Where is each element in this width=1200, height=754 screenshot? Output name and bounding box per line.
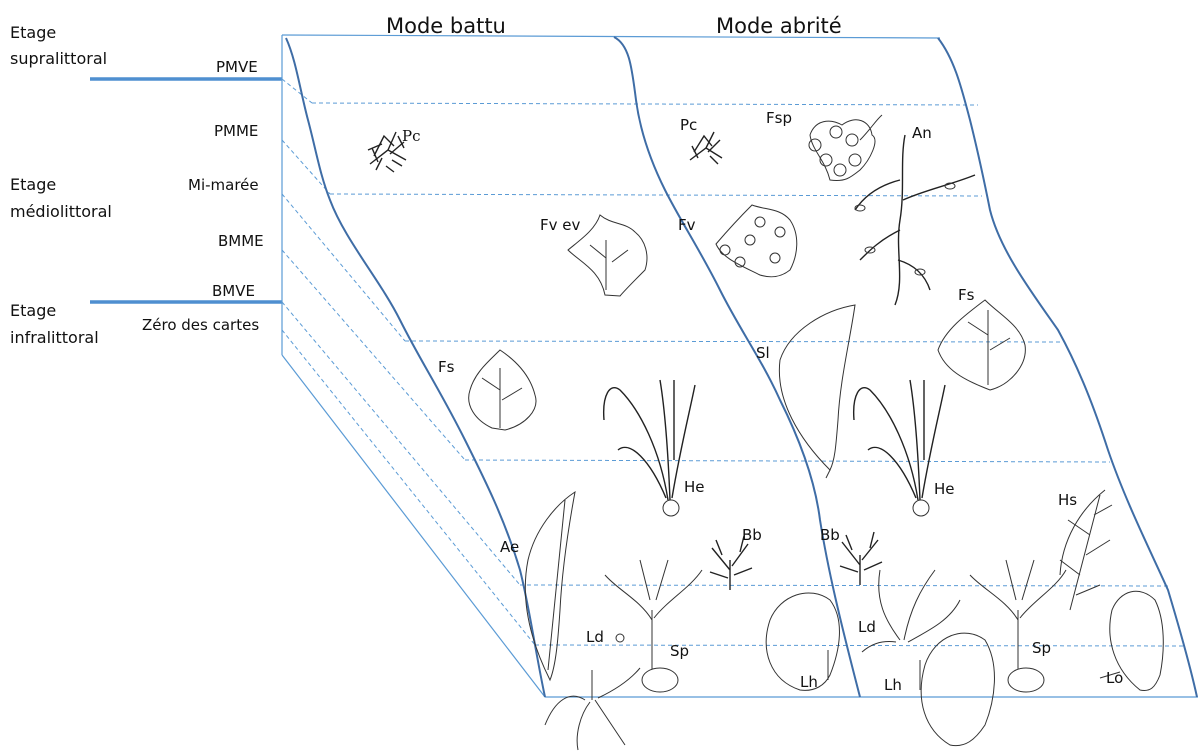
alga-ld-exposed: [544, 633, 641, 751]
guide-bmve: [281, 301, 521, 586]
level-label-chart-datum: Zéro des cartes: [142, 316, 259, 334]
level-label-pmme: PMME: [214, 122, 258, 140]
alga-ae: [524, 490, 576, 682]
alga-fs-sheltered: [937, 299, 1026, 391]
guide-mid-tide: [281, 193, 406, 342]
guide-chart-datum: [281, 329, 536, 646]
column-title-sheltered: Mode abrité: [716, 14, 842, 38]
guide-pmve: [281, 78, 313, 104]
alga-pc-exposed: [367, 131, 407, 173]
label-lh-exposed: Lh: [800, 673, 818, 691]
label-sp-exposed: Sp: [670, 642, 689, 660]
alga-ld-sheltered: [861, 569, 961, 653]
label-lh-sheltered: Lh: [884, 676, 902, 694]
perspective-frame: [281, 34, 1198, 698]
alga-an: [854, 134, 976, 306]
zone-mediolittoral-line1: Etage: [10, 175, 56, 194]
label-hs: Hs: [1058, 491, 1077, 509]
zone-label-infralittoral: Etage infralittoral: [10, 301, 99, 347]
line-lower: [534, 644, 1186, 647]
line-mid-tide: [329, 193, 983, 197]
label-pc-exposed: Pc: [402, 127, 421, 145]
label-fs-sheltered: Fs: [958, 286, 975, 304]
alga-lh-sheltered: [919, 632, 995, 747]
column-title-exposed: Mode battu: [386, 14, 506, 38]
alga-bb-sheltered: [839, 531, 883, 585]
line-bmme: [404, 340, 1061, 343]
zone-supralittoral-line1: Etage: [10, 23, 56, 42]
alga-hs: [1059, 489, 1113, 611]
label-ld-sheltered: Ld: [858, 618, 876, 636]
level-label-bmme: BMME: [218, 232, 264, 250]
label-fv: Fv: [678, 216, 696, 234]
zone-label-supralittoral: Etage supralittoral: [10, 23, 107, 68]
zone-label-mediolittoral: Etage médiolittoral: [10, 175, 112, 221]
level-label-pmve: PMVE: [216, 58, 258, 76]
tide-level-lines: [311, 102, 1186, 647]
alga-lo: [1099, 590, 1164, 691]
perspective-guides: [281, 78, 536, 646]
guide-bmme: [281, 249, 466, 461]
label-lo: Lo: [1106, 669, 1123, 687]
alga-sl: [778, 304, 856, 479]
label-bb-sheltered: Bb: [820, 526, 840, 544]
alga-lh-exposed: [765, 592, 840, 691]
label-an: An: [912, 124, 932, 142]
shore-profile-exposed: [285, 37, 546, 698]
frame-bottom-diagonal: [281, 354, 546, 698]
label-fsp: Fsp: [766, 109, 792, 127]
alga-he-sheltered: [853, 379, 946, 517]
shore-profile-sheltered: [937, 37, 1198, 698]
label-ae: Ae: [500, 538, 519, 556]
level-label-mid-tide: Mi-marée: [188, 176, 259, 194]
alga-fs-exposed: [468, 349, 537, 431]
alga-pc-sheltered: [689, 131, 723, 165]
shore-profile-middle: [613, 36, 861, 698]
label-fv-ev: Fv ev: [540, 216, 581, 234]
level-label-bmve: BMVE: [212, 282, 255, 300]
alga-sp-exposed: [604, 559, 703, 693]
zone-supralittoral-line2: supralittoral: [10, 49, 107, 68]
line-chart-datum: [519, 584, 1171, 587]
alga-fsp: [808, 114, 883, 181]
zone-infralittoral-line2: infralittoral: [10, 328, 99, 347]
zone-mediolittoral-line2: médiolittoral: [10, 202, 112, 221]
alga-he-exposed: [603, 379, 696, 517]
zone-infralittoral-line1: Etage: [10, 301, 56, 320]
label-sl: Sl: [756, 344, 770, 362]
label-bb-exposed: Bb: [742, 526, 762, 544]
label-sp-sheltered: Sp: [1032, 639, 1051, 657]
alga-bb-exposed: [709, 535, 753, 590]
label-ld-exposed: Ld: [586, 628, 604, 646]
frame-top-edge: [281, 34, 941, 39]
label-he-sheltered: He: [934, 480, 955, 498]
label-fs-exposed: Fs: [438, 358, 455, 376]
alga-fv-ev: [567, 214, 648, 297]
line-bmve: [464, 459, 1111, 463]
alga-fv: [715, 204, 798, 278]
alga-sp-sheltered: [969, 559, 1067, 693]
label-he-exposed: He: [684, 478, 705, 496]
label-pc-sheltered: Pc: [680, 116, 697, 134]
guide-pmme: [281, 139, 331, 195]
line-pmve: [311, 102, 979, 106]
